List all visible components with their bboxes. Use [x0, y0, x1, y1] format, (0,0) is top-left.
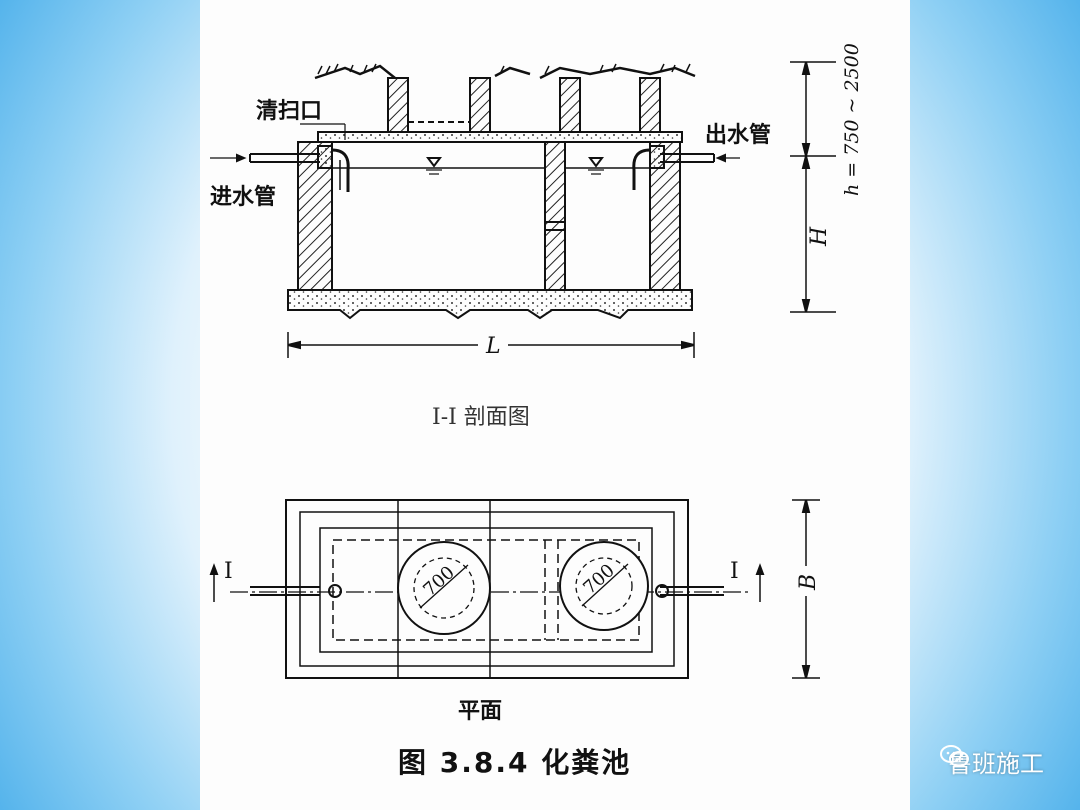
- length-label: L: [485, 334, 501, 359]
- section-mark-left: I: [224, 559, 233, 584]
- height-label: H: [807, 226, 832, 247]
- inlet-label: 进水管: [210, 184, 276, 210]
- outlet-label: 出水管: [705, 122, 771, 148]
- watermark: 鲁班施工: [940, 744, 1044, 779]
- base-slab: [287, 289, 693, 320]
- section-mark-right: I: [730, 559, 739, 584]
- figure-caption: 图 3.8.4 化粪池: [398, 746, 631, 779]
- plan-view: [209, 499, 820, 679]
- section-view: [210, 61, 836, 358]
- section-caption: I-I 剖面图: [432, 405, 530, 430]
- depth-label: h = 750 ~ 2500: [841, 43, 863, 196]
- plan-caption: 平面: [458, 699, 502, 724]
- cleanout-label: 清扫口: [256, 98, 322, 124]
- width-label: B: [796, 574, 821, 591]
